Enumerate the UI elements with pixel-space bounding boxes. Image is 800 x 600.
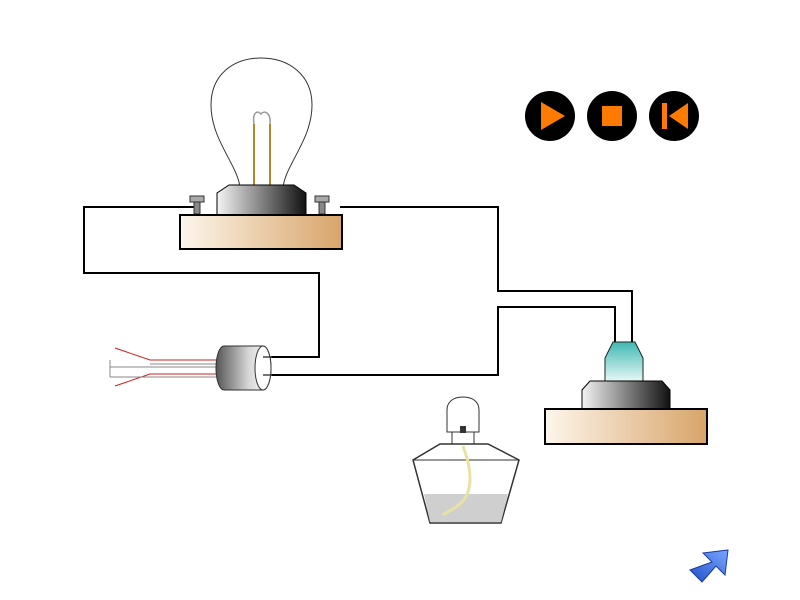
skip-back-icon [662, 103, 688, 129]
arrow-up-right-icon [689, 549, 729, 583]
electrode-assembly [544, 341, 708, 445]
lamp-wick [441, 445, 472, 517]
rewind-button[interactable] [649, 91, 699, 141]
plug-end-cap [254, 345, 272, 391]
wire-bottom-right [270, 306, 616, 376]
electrode-wood-board [544, 408, 708, 445]
lamp-cap [446, 396, 480, 433]
next-button[interactable] [689, 549, 729, 583]
play-icon [541, 102, 565, 130]
red-leads [114, 347, 218, 387]
wire-top-right [340, 206, 633, 342]
plug-assembly[interactable] [109, 345, 272, 391]
bulb-wood-board [179, 214, 343, 250]
bulb-assembly [179, 57, 343, 250]
electrode-base [581, 380, 671, 410]
terminal-screw-left [189, 195, 205, 215]
stop-button[interactable] [587, 91, 637, 141]
glass-rod-icon [604, 341, 644, 382]
wires [83, 206, 633, 376]
alcohol-lamp[interactable] [412, 396, 520, 524]
stop-icon [602, 106, 622, 126]
wire-left-loop [83, 206, 320, 358]
wick-holder [451, 431, 475, 445]
play-button[interactable] [525, 91, 575, 141]
plug-rods [109, 360, 218, 378]
light-bulb-icon [210, 57, 313, 189]
terminal-screw-right [314, 195, 330, 215]
filament [252, 111, 271, 187]
bulb-base [216, 184, 307, 216]
